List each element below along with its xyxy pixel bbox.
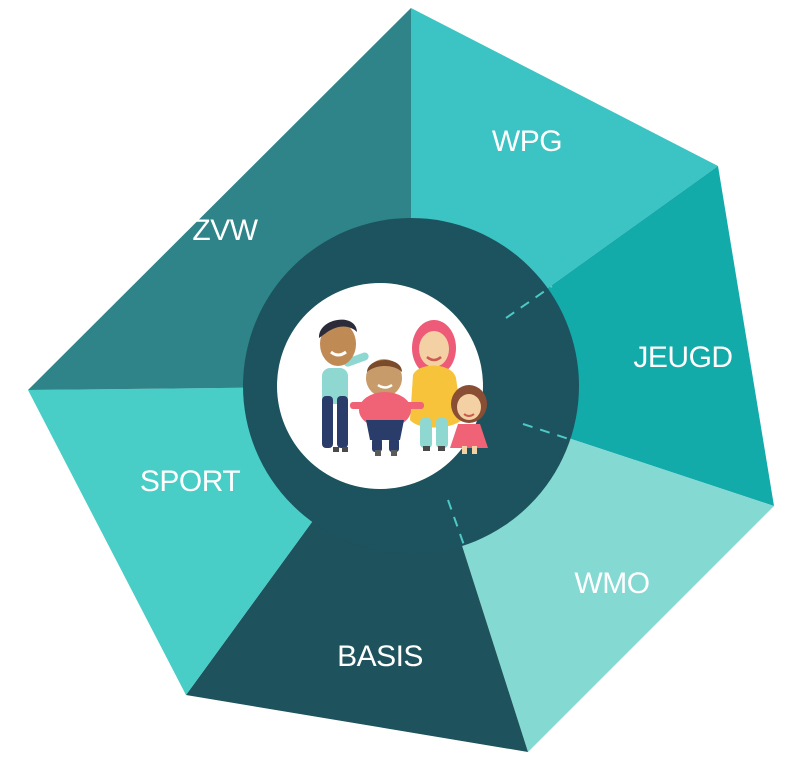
label-wmo: WMO [574,567,649,600]
family-icon [318,319,488,456]
ring-separators [447,285,573,549]
label-zvw: ZVW [192,214,258,247]
label-jeugd: JEUGD [633,341,732,374]
segment-jeugd[interactable] [411,166,774,506]
label-wpg: WPG [492,125,562,158]
segment-basis[interactable] [186,386,528,752]
label-sport: SPORT [140,465,240,498]
label-basis: BASIS [337,640,423,673]
